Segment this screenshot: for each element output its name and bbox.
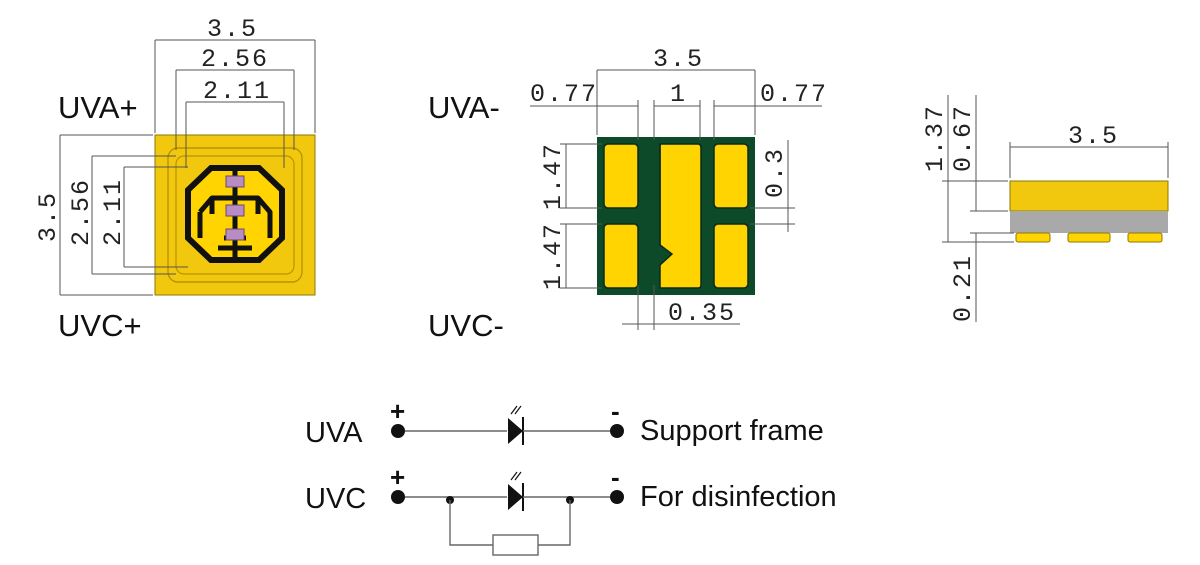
bottom-dim-pad-height-bottom: 1.47 bbox=[539, 222, 568, 290]
pad-bottom-right bbox=[713, 223, 749, 289]
row2-diode-icon bbox=[508, 484, 523, 510]
row2-plus-sign: + bbox=[390, 462, 405, 492]
chip-2 bbox=[225, 204, 245, 217]
bottom-view: 3.5 0.77 1 0.77 1.47 1.47 0.3 0.35 UVA- … bbox=[428, 45, 828, 343]
bottom-dim-width: 3.5 bbox=[653, 45, 704, 74]
top-dim-width-outer: 3.5 bbox=[207, 15, 258, 44]
side-lens bbox=[1009, 180, 1169, 212]
row2-terminal-minus bbox=[610, 490, 624, 504]
side-pad-center bbox=[1067, 232, 1111, 243]
bottom-dim-pad-height-top: 1.47 bbox=[539, 142, 568, 210]
side-pad-left bbox=[1015, 232, 1051, 243]
bottom-dim-pad-gap: 0.35 bbox=[668, 299, 736, 328]
side-pad-right bbox=[1127, 232, 1163, 243]
top-dim-height-outer: 3.5 bbox=[34, 191, 63, 242]
row1-minus-sign: - bbox=[611, 396, 620, 426]
top-label-uva-plus: UVA+ bbox=[58, 90, 138, 125]
row2-resistor-icon bbox=[492, 534, 539, 556]
chip-3 bbox=[225, 228, 245, 241]
bottom-dim-gap: 0.3 bbox=[761, 147, 790, 198]
pad-top-right bbox=[713, 143, 749, 209]
chip-1 bbox=[225, 175, 245, 188]
top-dim-height-mid: 2.56 bbox=[67, 178, 96, 246]
circuit-label-uva: UVA bbox=[305, 417, 363, 449]
bottom-dim-center: 1 bbox=[670, 80, 687, 109]
bottom-label-uvc-minus: UVC- bbox=[428, 308, 504, 343]
bottom-label-uva-minus: UVA- bbox=[428, 90, 500, 125]
circuit-desc-disinfection: For disinfection bbox=[640, 481, 837, 513]
row2-minus-sign: - bbox=[611, 462, 620, 492]
side-dim-width: 3.5 bbox=[1068, 122, 1119, 151]
circuit-desc-support-frame: Support frame bbox=[640, 415, 824, 447]
top-view: 3.5 2.56 2.11 3.5 2.56 2.11 UVA+ UVC+ bbox=[34, 15, 316, 343]
top-label-uvc-plus: UVC+ bbox=[58, 308, 142, 343]
row2-terminal-plus bbox=[391, 490, 405, 504]
row1-terminal-plus bbox=[391, 424, 405, 438]
side-dim-body-height: 0.67 bbox=[949, 104, 978, 172]
side-dim-total-height: 1.37 bbox=[921, 104, 950, 172]
row1-terminal-minus bbox=[610, 424, 624, 438]
pad-bottom-left bbox=[603, 223, 639, 289]
top-dim-width-inner: 2.11 bbox=[203, 77, 271, 106]
bottom-dim-right-margin: 0.77 bbox=[760, 80, 828, 109]
pad-top-left bbox=[603, 143, 639, 209]
row1-plus-sign: + bbox=[390, 396, 405, 426]
package-inner-frame-2 bbox=[175, 155, 295, 275]
pad-center bbox=[659, 143, 702, 289]
circuit-label-uvc: UVC bbox=[305, 483, 366, 515]
side-substrate bbox=[1010, 211, 1168, 233]
bottom-dim-left-margin: 0.77 bbox=[530, 80, 598, 109]
row1-diode-icon bbox=[508, 418, 523, 444]
top-dim-width-mid: 2.56 bbox=[201, 45, 269, 74]
package-inner-frame bbox=[167, 147, 303, 283]
side-view: 3.5 1.37 0.67 0.21 bbox=[921, 95, 1169, 322]
top-dim-height-inner: 2.11 bbox=[99, 178, 128, 246]
side-dim-pad-height: 0.21 bbox=[949, 254, 978, 322]
circuit-diagram: UVA + - Support frame UVC + - For disinf… bbox=[305, 396, 837, 556]
